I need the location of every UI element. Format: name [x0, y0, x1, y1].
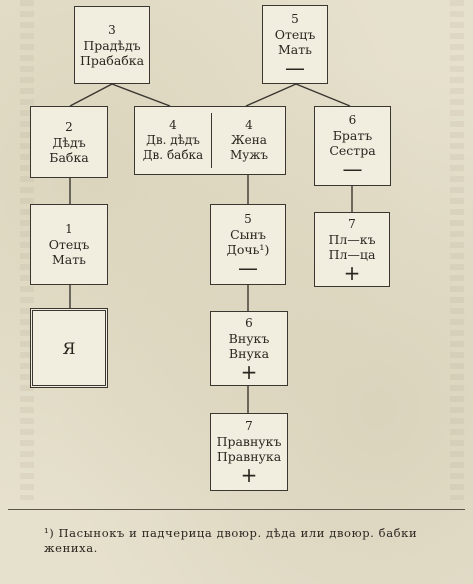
plus-symbol: +: [240, 463, 258, 487]
relative-label: Внукъ: [228, 330, 270, 346]
degree-number: 5: [244, 211, 252, 226]
footnote-rule: [8, 509, 465, 510]
minus-symbol: —: [342, 157, 363, 181]
relative-label: Жена: [231, 133, 267, 147]
relative-label: Дочь¹): [226, 241, 270, 257]
relative-label: Пл—ца: [328, 246, 376, 262]
relative-label: Мать: [52, 252, 86, 267]
degree-number: 6: [348, 113, 357, 127]
box-grandparents: 2 Дѣдъ Бабка: [30, 106, 108, 178]
degree-number: 1: [65, 222, 73, 236]
relative-label: Сестра: [329, 143, 376, 158]
relative-label: Пл—къ: [328, 231, 376, 247]
relative-label: Дѣдъ: [52, 134, 86, 150]
minus-symbol: —: [285, 55, 305, 80]
box-parents-of-spouse: 5 Отецъ Мать —: [262, 5, 328, 84]
connector-line: [295, 83, 351, 107]
degree-number: 2: [65, 119, 73, 134]
relative-label: Прабабка: [79, 52, 145, 68]
box-grandchildren: 6 Внукъ Внука +: [210, 311, 288, 386]
degree-number: 3: [108, 22, 116, 37]
relative-label: Правнукъ: [216, 434, 282, 449]
relative-label: Прадѣдъ: [83, 37, 141, 53]
plus-symbol: +: [240, 359, 258, 384]
connector-line: [245, 83, 297, 107]
degree-number: 4: [245, 118, 253, 132]
box-children: 5 Сынъ Дочь¹) —: [210, 204, 286, 285]
plus-symbol: +: [343, 260, 361, 285]
degree-number: 6: [245, 315, 253, 330]
relative-label: Братъ: [332, 128, 373, 143]
ego-label: Я: [62, 338, 76, 358]
footnote-text: ¹) Пасынокъ и падчерица двоюр. дѣда или …: [44, 526, 418, 555]
relative-label: Отецъ: [48, 237, 90, 252]
box-great-grandparents: 3 Прадѣдъ Прабабка: [74, 6, 150, 84]
box-ego: Я: [30, 308, 108, 388]
connector-line: [111, 83, 171, 107]
minus-symbol: —: [238, 255, 258, 280]
degree-number: 7: [348, 216, 356, 231]
box-siblings: 6 Братъ Сестра —: [314, 106, 391, 186]
relative-label: Дв. дѣдъ: [146, 133, 200, 147]
inner-divider: [211, 113, 212, 168]
connector-line: [69, 83, 113, 107]
degree-number: 4: [169, 118, 177, 132]
bleed-through-text: [450, 0, 464, 500]
box-parents: 1 Отецъ Мать: [30, 204, 108, 285]
relative-label: Мать: [278, 41, 312, 57]
half-spouse: 4 Жена Мужъ: [213, 107, 285, 174]
half-cousin-grandparents: 4 Дв. дѣдъ Дв. бабка: [135, 107, 211, 174]
degree-number: 7: [245, 419, 253, 433]
relative-label: Сынъ: [230, 226, 266, 242]
relative-label: Бабка: [49, 149, 89, 165]
relative-label: Мужъ: [229, 148, 269, 162]
footnote: ¹) Пасынокъ и падчерица двоюр. дѣда или …: [44, 526, 454, 556]
relative-label: Внука: [228, 345, 270, 361]
relative-label: Правнука: [216, 449, 282, 464]
box-nephews: 7 Пл—къ Пл—ца +: [314, 212, 390, 287]
relative-label: Дв. бабка: [142, 148, 204, 162]
box-great-grandchildren: 7 Правнукъ Правнука +: [210, 413, 288, 491]
box-cousin-grandparents-and-spouse: 4 Дв. дѣдъ Дв. бабка 4 Жена Мужъ: [134, 106, 286, 175]
relative-label: Отецъ: [274, 26, 316, 42]
degree-number: 5: [291, 11, 299, 26]
